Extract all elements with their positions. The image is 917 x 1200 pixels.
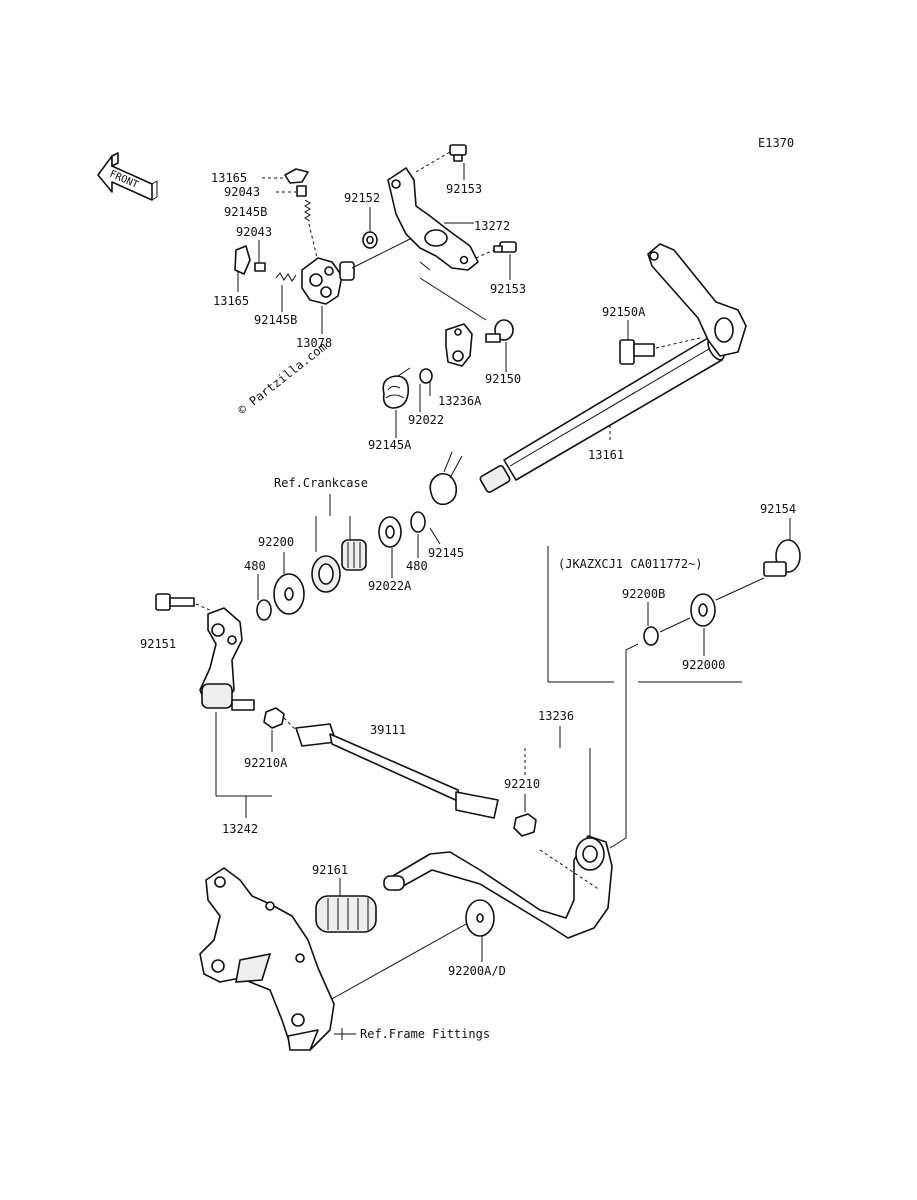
label-13236a: 13236A — [438, 394, 482, 408]
pin-92043-mid — [254, 262, 266, 272]
label-92152: 92152 — [344, 191, 380, 205]
label-92200: 92200 — [258, 535, 294, 549]
shaft-13161 — [429, 337, 725, 506]
label-92145b-top: 92145B — [224, 205, 267, 219]
plate-13272 — [387, 167, 479, 271]
label-92022a: 92022A — [368, 579, 412, 593]
pawl-13165-top — [284, 168, 309, 184]
nut-92210 — [513, 813, 537, 837]
label-13078: 13078 — [296, 336, 332, 350]
watermark: © Partzilla.com — [235, 340, 329, 418]
nut-92210a — [263, 707, 285, 729]
bolt-92151 — [155, 593, 195, 611]
label-92151: 92151 — [140, 637, 176, 651]
shift-arm-top — [647, 243, 747, 357]
bracket-13236a — [445, 323, 473, 367]
label-92043-mid: 92043 — [236, 225, 272, 239]
washer-92022 — [419, 368, 433, 384]
label-92210a: 92210A — [244, 756, 288, 770]
spring-92145b-mid — [275, 272, 297, 282]
label-92145b-mid: 92145B — [254, 313, 297, 327]
washer-92200b — [643, 626, 659, 646]
rubber-92161 — [315, 895, 377, 933]
clip-480-left — [256, 599, 272, 621]
label-13165-mid: 13165 — [213, 294, 249, 308]
label-13242: 13242 — [222, 822, 258, 836]
pin-92043-top — [296, 185, 307, 197]
needle-bearing — [341, 539, 367, 571]
bolt-92150a — [619, 339, 655, 365]
label-480-right: 480 — [406, 559, 428, 573]
label-92154: 92154 — [760, 502, 796, 516]
note-ref-frame-fittings: Ref.Frame Fittings — [360, 1027, 490, 1041]
diagram-code: E1370 — [758, 136, 794, 150]
label-92150: 92150 — [485, 372, 521, 386]
label-92150a: 92150A — [602, 305, 646, 319]
shift-lever-13242 — [199, 607, 255, 711]
label-13272: 13272 — [474, 219, 510, 233]
label-92200b: 92200B — [622, 587, 665, 601]
frame-bracket — [199, 867, 335, 1051]
label-922000: 922000 — [682, 658, 725, 672]
label-92043-top: 92043 — [224, 185, 260, 199]
spring-92145b-top — [304, 199, 311, 222]
label-480-left: 480 — [244, 559, 266, 573]
note-ref-crankcase: Ref.Crankcase — [274, 476, 368, 490]
label-92145a: 92145A — [368, 438, 412, 452]
label-92161: 92161 — [312, 863, 348, 877]
spring-92145a — [382, 367, 411, 409]
label-92153-mid: 92153 — [490, 282, 526, 296]
label-39111: 39111 — [370, 723, 406, 737]
bolt-92153-mid — [493, 241, 517, 253]
label-92022: 92022 — [408, 413, 444, 427]
front-arrow-icon: FRONT — [97, 152, 158, 201]
bolt-92150 — [485, 319, 514, 343]
cam-13078 — [301, 257, 355, 305]
label-92153-top: 92153 — [446, 182, 482, 196]
label-13165-top: 13165 — [211, 171, 247, 185]
bolt-92154 — [763, 539, 801, 577]
shift-rod-39111 — [295, 723, 499, 819]
label-13161: 13161 — [588, 448, 624, 462]
pawl-13165-mid — [234, 245, 251, 275]
label-92145: 92145 — [428, 546, 464, 560]
label-13236: 13236 — [538, 709, 574, 723]
label-92200ad: 92200A/D — [448, 964, 506, 978]
clip-480-right — [410, 511, 426, 533]
bearing — [311, 555, 341, 593]
note-serial: (JKAZXCJ1 CA011772~) — [558, 557, 703, 571]
label-92210: 92210 — [504, 777, 540, 791]
shift-pedal-13236 — [383, 835, 613, 939]
bolt-92153-top — [449, 144, 467, 162]
